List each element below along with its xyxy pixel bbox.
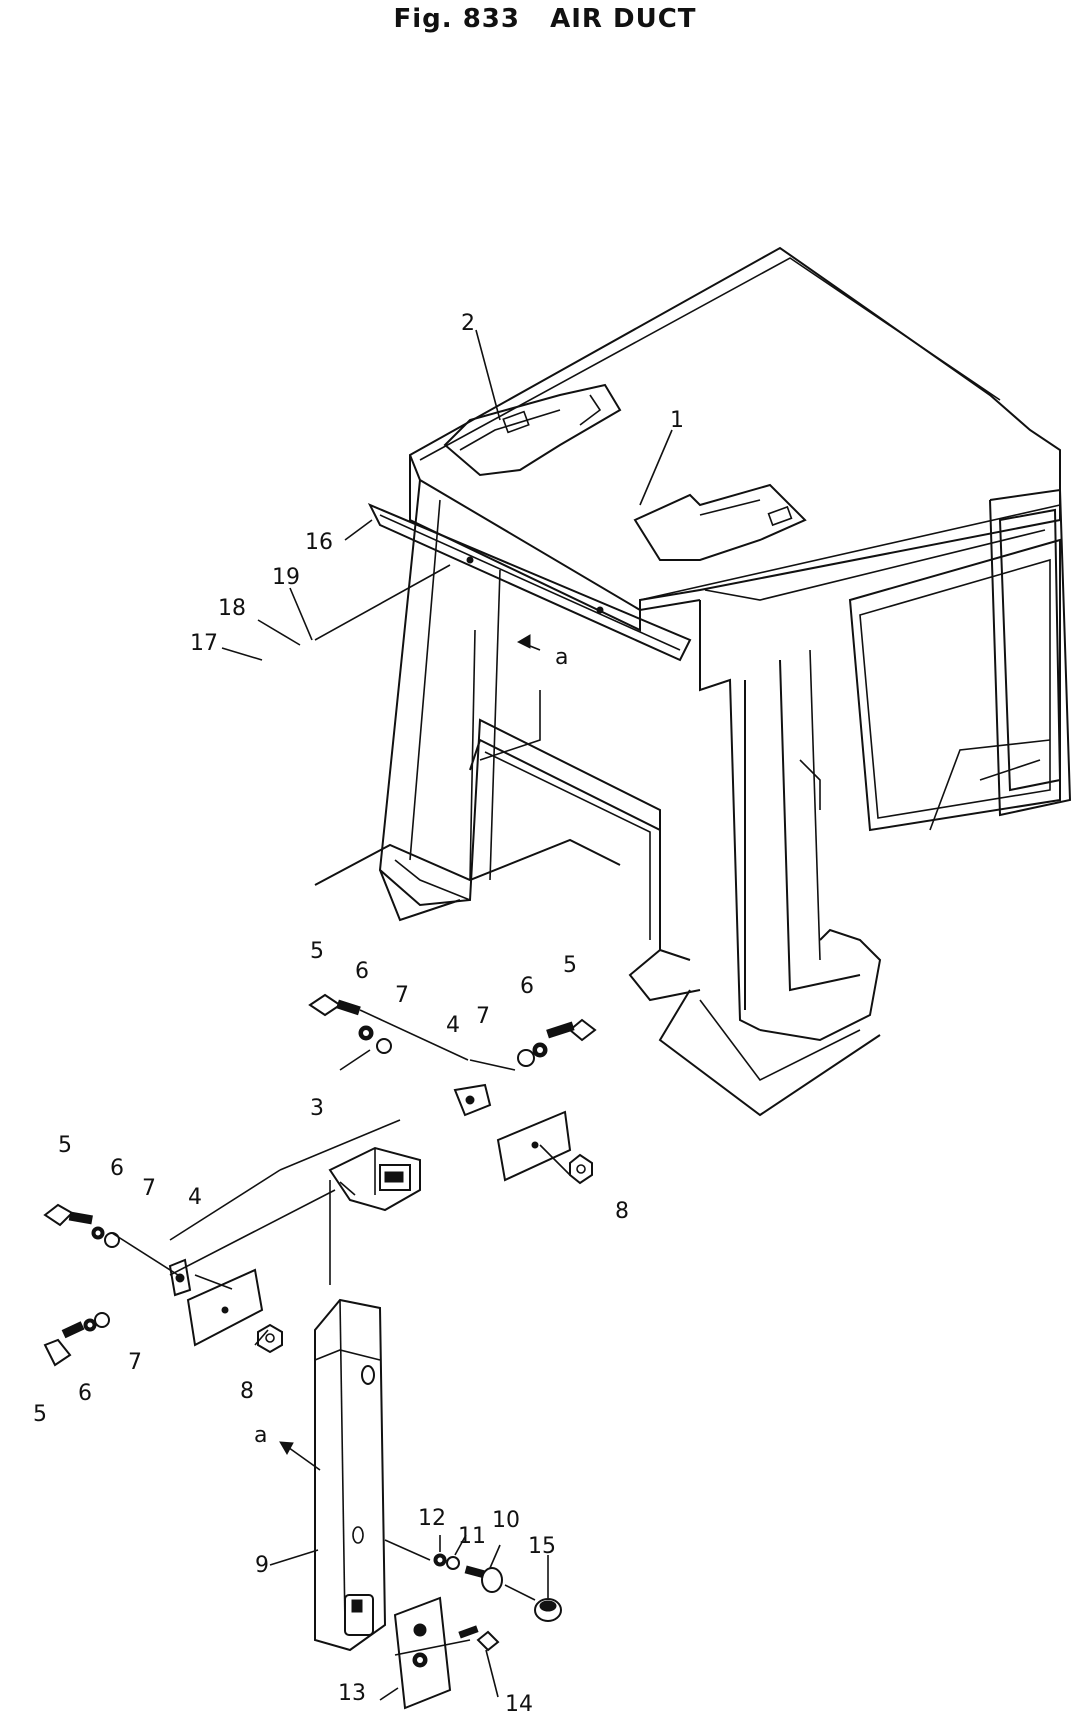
figure-title: Fig. 833 AIR DUCT [393, 4, 697, 34]
callout-8-left: 8 [240, 1379, 254, 1404]
callout-14: 14 [505, 1692, 533, 1711]
part-13-panel [393, 1596, 452, 1710]
leader-lines [111, 329, 673, 1346]
callout-19: 19 [272, 565, 300, 590]
fastener-group-lower [384, 1539, 562, 1656]
leader-lines-lower [269, 1534, 549, 1701]
callout-16: 16 [305, 530, 333, 555]
callout-17: 17 [190, 631, 218, 656]
callout-5-left: 5 [58, 1133, 72, 1158]
part-3-connector [328, 1146, 421, 1212]
fastener-group-left [43, 1203, 283, 1367]
callout-5-upper-left: 5 [310, 939, 324, 964]
callout-3: 3 [310, 1096, 324, 1121]
callout-4-upper: 4 [446, 1013, 460, 1038]
callout-18: 18 [218, 596, 246, 621]
callout-8-right: 8 [615, 1199, 629, 1224]
callout-15: 15 [528, 1534, 556, 1559]
callout-6-upper-left: 6 [355, 959, 369, 984]
callout-11: 11 [458, 1524, 486, 1549]
fastener-group-right [308, 993, 597, 1185]
callout-7-upper-left: 7 [395, 983, 409, 1008]
callout-2: 2 [461, 311, 475, 336]
callout-7-lower-left: 7 [128, 1350, 142, 1375]
callout-a-lower: a [254, 1423, 267, 1448]
callout-6-upper-right: 6 [520, 974, 534, 999]
callout-6-lower-left: 6 [78, 1381, 92, 1406]
callout-6-left: 6 [110, 1156, 124, 1181]
callout-5-lower-left: 5 [33, 1402, 47, 1427]
callout-a-top: a [555, 645, 568, 670]
callout-1: 1 [670, 408, 684, 433]
view-arrows [279, 634, 531, 1471]
callout-13: 13 [338, 1681, 366, 1706]
callout-4-left: 4 [188, 1185, 202, 1210]
cab-body [314, 246, 1072, 1117]
callout-9: 9 [255, 1553, 269, 1578]
callout-5-upper-right: 5 [563, 953, 577, 978]
callout-labels: 1 2 16 19 18 17 a 5 6 7 4 7 6 5 3 8 5 6 … [33, 311, 684, 1716]
part-16-bar [367, 503, 692, 662]
callout-7-left: 7 [142, 1176, 156, 1201]
part-9-duct [314, 1298, 387, 1652]
callout-10: 10 [492, 1508, 520, 1533]
callout-12: 12 [418, 1506, 446, 1531]
roof-duct-assembly [443, 383, 807, 561]
callout-7-upper-right: 7 [476, 1004, 490, 1029]
